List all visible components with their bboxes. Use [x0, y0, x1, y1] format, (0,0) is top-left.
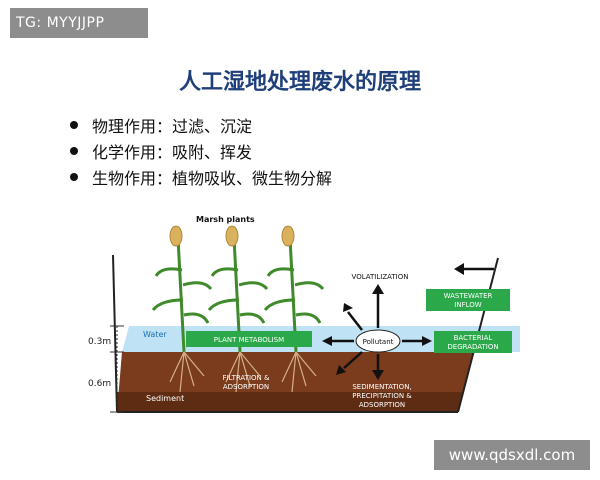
bullet-dot-icon [70, 121, 78, 129]
diagram-title: 人工湿地处理废水的原理 [178, 70, 421, 95]
filtration-label-2: ADSORPTION [223, 383, 269, 391]
bullet-item-physical: 物理作用：过滤、沉淀 [70, 112, 332, 138]
wastewater-inflow-box [426, 289, 510, 311]
wastewater-inflow-label-1: WASTEWATER [444, 292, 493, 300]
filtration-label-1: FILTRATION & [223, 374, 270, 382]
bullet-dot-icon [70, 147, 78, 155]
bacterial-degradation-box [434, 331, 512, 353]
sedimentation-label-1: SEDIMENTATION, [352, 383, 411, 391]
bullet-item-biological: 生物作用：植物吸收、微生物分解 [70, 164, 332, 190]
volatilization-label: VOLATILIZATION [352, 273, 409, 281]
marsh-plant-1 [151, 225, 213, 353]
inflow-arrow [454, 263, 494, 275]
marsh-plants-label: Marsh plants [196, 215, 255, 224]
pollutant-label: Pollutant [363, 338, 394, 346]
sediment-label: Sediment [146, 394, 184, 403]
depth-label-top: 0.3m [88, 337, 111, 347]
bullet-dot-icon [70, 173, 78, 181]
sedimentation-label-2: PRECIPITATION & [352, 392, 412, 400]
bullet-list: 物理作用：过滤、沉淀 化学作用：吸附、挥发 生物作用：植物吸收、微生物分解 [70, 112, 332, 190]
watermark-bottom-badge: www.qdsxdl.com [434, 440, 590, 470]
plant-metabolism-box [186, 331, 312, 347]
basin-left-wall [112, 254, 118, 413]
plant-roots [169, 351, 317, 393]
plant-metabolism-label: PLANT METABOLISM [214, 336, 284, 344]
process-arrows [322, 284, 432, 380]
pollutant-node [355, 329, 401, 353]
bacterial-degradation-label-2: DEGRADATION [447, 343, 498, 351]
wastewater-inflow-label-2: INFLOW [454, 301, 481, 309]
watermark-top-badge: TG: MYYJJPP [10, 8, 148, 38]
bullet-item-chemical: 化学作用：吸附、挥发 [70, 138, 332, 164]
water-label: Water [143, 330, 167, 339]
bullet-text: 化学作用：吸附、挥发 [92, 143, 253, 162]
bacterial-degradation-label-1: BACTERIAL [454, 334, 493, 342]
bullet-text: 物理作用：过滤、沉淀 [92, 117, 253, 136]
sediment-bottom-shade [117, 392, 462, 412]
bullet-text: 生物作用：植物吸收、微生物分解 [92, 169, 333, 188]
depth-label-bottom: 0.6m [88, 379, 111, 389]
sedimentation-label-3: ADSORPTION [359, 401, 405, 409]
